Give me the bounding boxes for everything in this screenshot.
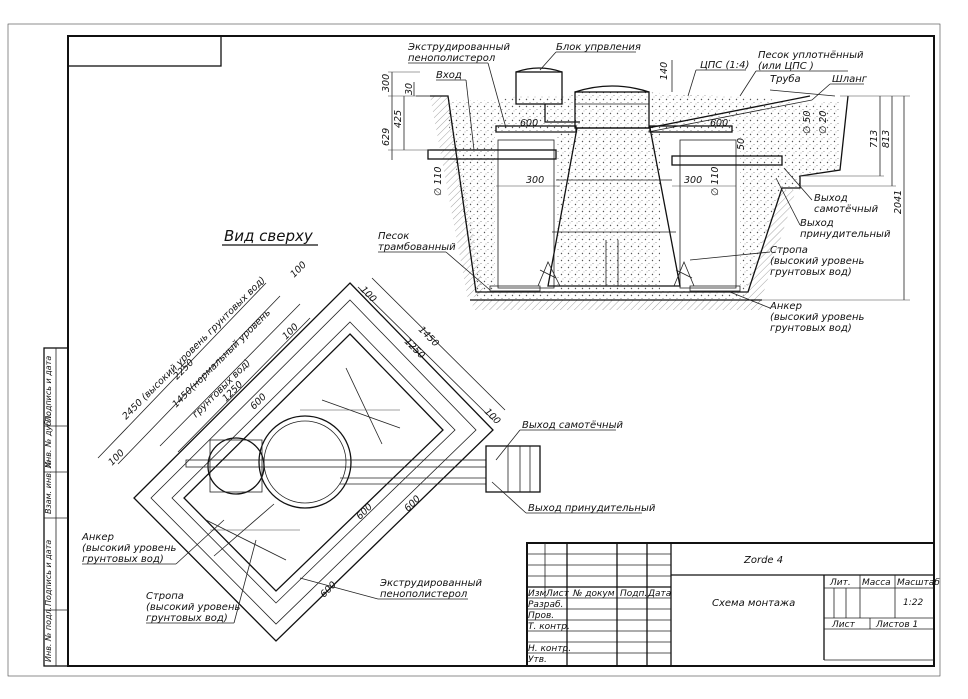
label-outlet-forced-1: Выход (800, 218, 834, 229)
dim-425: 425 (393, 110, 404, 128)
row-tech-control: Т. контр. (528, 622, 570, 632)
col-sign: Подп. (620, 589, 647, 599)
label-sand-tamped-1: Песок (378, 231, 409, 242)
label-outlet-gravity-2: самотёчный (814, 204, 879, 215)
side-stamp-cell: Взам. инв. № (44, 460, 53, 514)
plan-label-anchor-1: Анкер (81, 532, 114, 543)
plan-label-outlet-forced: Выход принудительный (528, 503, 656, 514)
plan-label-anchor-2: (высокий уровень (82, 543, 176, 554)
tank-lid (258, 415, 352, 509)
label-anchor-2: (высокий уровень (770, 312, 864, 323)
outlet-block (485, 445, 541, 493)
plan-label-strap-2: (высокий уровень (146, 602, 240, 613)
plan-label-strap-3: грунтовых вод) (146, 613, 228, 624)
scale-value: 1:22 (903, 598, 923, 608)
product-name: Zorde 4 (743, 555, 783, 566)
dim-300: 300 (381, 74, 392, 92)
label-cps: ЦПС (1:4) (700, 60, 749, 71)
plan-label-outlet-gravity: Выход самотёчный (522, 420, 623, 431)
label-strap-1: Стропа (770, 245, 808, 256)
dim-713: 713 (869, 130, 880, 148)
drawing-name: Схема монтажа (712, 598, 795, 609)
title-block: Zorde 4 Схема монтажа Изм Лист № докум П… (526, 542, 940, 667)
label-anchor-1: Анкер (769, 301, 802, 312)
dim-100-c: 100 (106, 448, 127, 469)
col-list: Лист (545, 589, 570, 599)
side-stamp-cell: Инв. № подл. (44, 607, 53, 662)
sheet-label: Лист (831, 620, 856, 630)
row-approved: Утв. (528, 655, 547, 665)
side-stamp-cell: Инв. № дубл. (44, 413, 53, 468)
label-control-block: Блок упрвления (556, 42, 641, 53)
dim-d50: ∅ 50 (802, 111, 813, 134)
dim-629: 629 (381, 128, 392, 146)
label-sand-top-1: Песок уплотнённый (758, 50, 864, 61)
plan-label-anchor-3: грунтовых вод) (82, 554, 164, 565)
dim-100-b: 100 (280, 322, 301, 343)
side-stamp-cell: Подпись и дата (44, 540, 53, 606)
dim-600-left: 600 (520, 118, 538, 129)
col-doc: № докум (572, 589, 615, 599)
dim-2041: 2041 (893, 190, 904, 214)
label-outlet-forced-2: принудительный (800, 229, 891, 240)
label-sand-tamped-2: трамбованный (378, 241, 456, 253)
label-sand-top-2: (или ЦПС ) (758, 61, 814, 72)
paper-outline (7, 23, 941, 677)
top-view-title: Вид сверху (224, 227, 314, 245)
label-strap-2: (высокий уровень (770, 256, 864, 267)
label-insulation-2: пенополистерол (408, 53, 496, 64)
dim-100-a: 100 (288, 260, 309, 281)
outlet-pipe (671, 155, 783, 166)
row-checked: Пров. (528, 611, 554, 621)
control-block (515, 71, 563, 105)
dim-d20: ∅ 20 (818, 111, 829, 134)
lit-label: Лит. (829, 578, 851, 588)
col-izm: Изм (528, 589, 547, 599)
dim-813: 813 (881, 130, 892, 148)
scale-label: Масштаб (897, 578, 940, 588)
housing-outline (183, 333, 444, 592)
dim-600-right: 600 (710, 118, 728, 129)
control-block-plan (207, 437, 265, 495)
label-anchor-3: грунтовых вод) (770, 323, 852, 334)
side-stamp-cell: Подпись и дата (44, 356, 53, 422)
dim-600-c: 600 (402, 494, 423, 515)
dim-300-left: 300 (526, 175, 544, 186)
label-hose: Шланг (832, 74, 868, 85)
row-norm-control: Н. контр. (528, 644, 571, 654)
col-date: Дата (647, 589, 671, 599)
section-view: 300 30 425 629 140 600 600 50 300 300 ∅ … (378, 42, 910, 334)
dim-100-e: 100 (482, 406, 503, 427)
side-stamp: Подпись и дата Инв. № дубл. Взам. инв. №… (43, 347, 69, 667)
label-outlet-gravity-1: Выход (814, 193, 848, 204)
inlet-pipe (427, 149, 557, 160)
dim-140: 140 (659, 62, 670, 80)
dim-600-a: 600 (248, 392, 269, 413)
dim-2450: 2450 (высокий уровень грунтовых вод) (120, 275, 267, 422)
dim-d110-right: ∅ 110 (710, 167, 721, 196)
label-insulation-1: Экструдированный (407, 42, 510, 53)
plan-label-insulation-1: Экструдированный (379, 578, 482, 589)
sheets-label: Листов 1 (875, 620, 918, 630)
dim-d110-left: ∅ 110 (433, 167, 444, 196)
pit-outline-outer (133, 282, 494, 642)
tank-hatch (574, 91, 650, 129)
label-strap-3: грунтовых вод) (770, 267, 852, 278)
dim-100-d: 100 (358, 284, 379, 305)
row-developer: Разраб. (528, 600, 563, 610)
plan-label-strap-1: Стропа (146, 591, 184, 602)
plan-label-insulation-2: пенополистерол (380, 589, 468, 600)
dim-30: 30 (404, 83, 415, 95)
mass-label: Масса (862, 578, 891, 588)
dim-600-b: 600 (354, 502, 375, 523)
dim-50: 50 (736, 138, 747, 150)
top-left-stamp (67, 35, 222, 67)
label-pipe: Труба (770, 73, 801, 85)
dim-300-right: 300 (684, 175, 702, 186)
label-inlet: Вход (436, 70, 462, 81)
